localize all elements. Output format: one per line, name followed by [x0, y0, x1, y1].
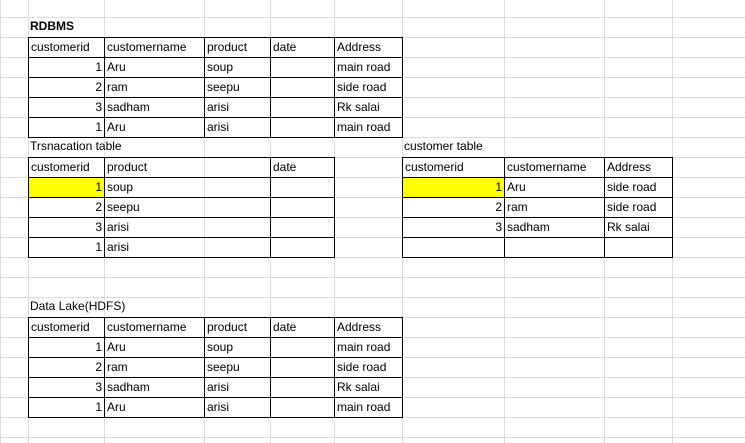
gridline-horizontal: [0, 297, 745, 298]
rdbms-data-cell[interactable]: main road: [334, 57, 403, 78]
gridline-horizontal: [0, 157, 745, 158]
datalake-data-cell[interactable]: Aru: [104, 397, 205, 418]
gridline-vertical: [0, 0, 1, 443]
transaction-data-cell[interactable]: [270, 237, 335, 258]
datalake-data-cell[interactable]: main road: [334, 397, 403, 418]
transaction-data-cell[interactable]: 1: [28, 177, 105, 198]
gridline-horizontal: [0, 437, 745, 438]
gridline-horizontal: [0, 217, 745, 218]
datalake-data-cell[interactable]: 2: [28, 357, 105, 378]
transaction-data-cell[interactable]: [270, 197, 335, 218]
customer-data-cell[interactable]: side road: [604, 177, 673, 198]
datalake-header-cell[interactable]: date: [270, 317, 335, 338]
datalake-data-cell[interactable]: side road: [334, 357, 403, 378]
datalake-data-cell[interactable]: main road: [334, 337, 403, 358]
gridline-horizontal: [0, 177, 745, 178]
customer-header-cell[interactable]: Address: [604, 157, 673, 178]
customer-data-cell[interactable]: sadham: [504, 217, 605, 238]
gridline-horizontal: [0, 257, 745, 258]
rdbms-data-cell[interactable]: 3: [28, 97, 105, 118]
datalake-data-cell[interactable]: 1: [28, 397, 105, 418]
datalake-data-cell[interactable]: Rk salai: [334, 377, 403, 398]
datalake-data-cell[interactable]: 1: [28, 337, 105, 358]
datalake-header-cell[interactable]: customerid: [28, 317, 105, 338]
gridline-horizontal: [0, 237, 745, 238]
rdbms-data-cell[interactable]: Aru: [104, 57, 205, 78]
customer-data-cell[interactable]: [504, 237, 605, 258]
datalake-data-cell[interactable]: sadham: [104, 377, 205, 398]
transaction-header-cell[interactable]: date: [270, 157, 335, 178]
rdbms-header-cell[interactable]: Address: [334, 37, 403, 58]
rdbms-data-cell[interactable]: sadham: [104, 97, 205, 118]
customer-data-cell[interactable]: Rk salai: [604, 217, 673, 238]
gridline-horizontal: [0, 277, 745, 278]
transaction-header-cell[interactable]: customerid: [28, 157, 105, 178]
customer-data-cell[interactable]: 2: [402, 197, 505, 218]
transaction-data-cell[interactable]: [270, 217, 335, 238]
rdbms-data-cell[interactable]: arisi: [204, 97, 271, 118]
customer-header-cell[interactable]: customerid: [402, 157, 505, 178]
transaction-data-cell[interactable]: seepu: [104, 197, 271, 218]
customer-data-cell[interactable]: side road: [604, 197, 673, 218]
datalake-data-cell[interactable]: [270, 337, 335, 358]
rdbms-header-cell[interactable]: customerid: [28, 37, 105, 58]
rdbms-data-cell[interactable]: Rk salai: [334, 97, 403, 118]
rdbms-data-cell[interactable]: [270, 77, 335, 98]
datalake-data-cell[interactable]: seepu: [204, 357, 271, 378]
rdbms-data-cell[interactable]: arisi: [204, 117, 271, 138]
customer-header-cell[interactable]: customername: [504, 157, 605, 178]
transaction-data-cell[interactable]: 1: [28, 237, 105, 258]
rdbms-table-title[interactable]: RDBMS: [30, 19, 74, 33]
datalake-data-cell[interactable]: ram: [104, 357, 205, 378]
gridline-horizontal: [0, 197, 745, 198]
rdbms-data-cell[interactable]: side road: [334, 77, 403, 98]
transaction-data-cell[interactable]: 2: [28, 197, 105, 218]
rdbms-data-cell[interactable]: [270, 97, 335, 118]
datalake-data-cell[interactable]: 3: [28, 377, 105, 398]
gridline-horizontal: [0, 17, 745, 18]
rdbms-header-cell[interactable]: customername: [104, 37, 205, 58]
customer-data-cell[interactable]: 3: [402, 217, 505, 238]
transaction-table-title[interactable]: Trsnacation table: [30, 139, 122, 153]
rdbms-data-cell[interactable]: 1: [28, 117, 105, 138]
transaction-data-cell[interactable]: arisi: [104, 237, 271, 258]
customer-data-cell[interactable]: Aru: [504, 177, 605, 198]
datalake-header-cell[interactable]: customername: [104, 317, 205, 338]
rdbms-data-cell[interactable]: seepu: [204, 77, 271, 98]
datalake-table-title[interactable]: Data Lake(HDFS): [30, 299, 126, 313]
rdbms-data-cell[interactable]: main road: [334, 117, 403, 138]
datalake-data-cell[interactable]: [270, 377, 335, 398]
transaction-header-cell[interactable]: product: [104, 157, 271, 178]
datalake-data-cell[interactable]: Aru: [104, 337, 205, 358]
datalake-data-cell[interactable]: [270, 357, 335, 378]
transaction-data-cell[interactable]: arisi: [104, 217, 271, 238]
customer-data-cell[interactable]: [604, 237, 673, 258]
rdbms-data-cell[interactable]: Aru: [104, 117, 205, 138]
customer-data-cell[interactable]: 1: [402, 177, 505, 198]
gridline-vertical: [204, 0, 205, 443]
rdbms-data-cell[interactable]: ram: [104, 77, 205, 98]
rdbms-data-cell[interactable]: 2: [28, 77, 105, 98]
rdbms-data-cell[interactable]: [270, 57, 335, 78]
datalake-header-cell[interactable]: product: [204, 317, 271, 338]
customer-table-title[interactable]: customer table: [404, 139, 483, 153]
transaction-data-cell[interactable]: soup: [104, 177, 271, 198]
datalake-data-cell[interactable]: soup: [204, 337, 271, 358]
rdbms-data-cell[interactable]: soup: [204, 57, 271, 78]
datalake-header-cell[interactable]: Address: [334, 317, 403, 338]
datalake-data-cell[interactable]: [270, 397, 335, 418]
customer-data-cell[interactable]: ram: [504, 197, 605, 218]
transaction-data-cell[interactable]: 3: [28, 217, 105, 238]
transaction-data-cell[interactable]: [270, 177, 335, 198]
datalake-data-cell[interactable]: arisi: [204, 397, 271, 418]
rdbms-header-cell[interactable]: date: [270, 37, 335, 58]
rdbms-header-cell[interactable]: product: [204, 37, 271, 58]
rdbms-data-cell[interactable]: 1: [28, 57, 105, 78]
rdbms-data-cell[interactable]: [270, 117, 335, 138]
datalake-data-cell[interactable]: arisi: [204, 377, 271, 398]
customer-data-cell[interactable]: [402, 237, 505, 258]
